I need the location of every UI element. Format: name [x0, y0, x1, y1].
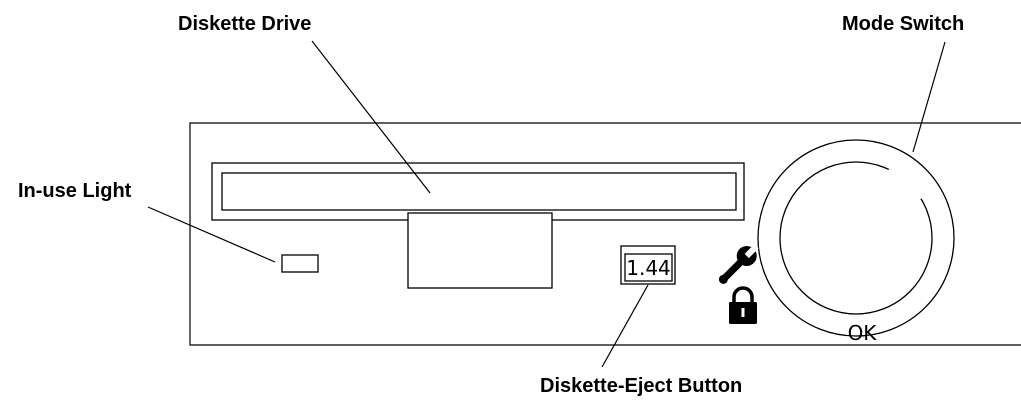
padlock-icon	[729, 286, 757, 324]
diskette-eject-button-capacity: 1.44	[626, 256, 671, 280]
in-use-light-leader	[147, 206, 276, 263]
mode-switch-leader	[912, 41, 946, 153]
in-use-light-label: In-use Light	[18, 180, 132, 202]
diskette-drive-leader	[311, 40, 431, 194]
mode-switch-ok-label: OK	[848, 321, 878, 345]
mode-switch-label: Mode Switch	[842, 13, 964, 35]
diskette-door	[407, 212, 553, 289]
wrench-icon	[718, 243, 759, 284]
diskette-eject-button-label: Diskette-Eject Button	[540, 375, 742, 397]
mode-switch[interactable]	[757, 139, 955, 337]
in-use-light	[281, 254, 319, 273]
diskette-eject-button-leader	[601, 284, 649, 368]
front-panel-outline	[189, 122, 1021, 346]
diskette-drive-slot	[221, 172, 737, 211]
diskette-drive-label: Diskette Drive	[178, 13, 311, 35]
diskette-eject-button[interactable]: 1.44	[620, 245, 676, 285]
